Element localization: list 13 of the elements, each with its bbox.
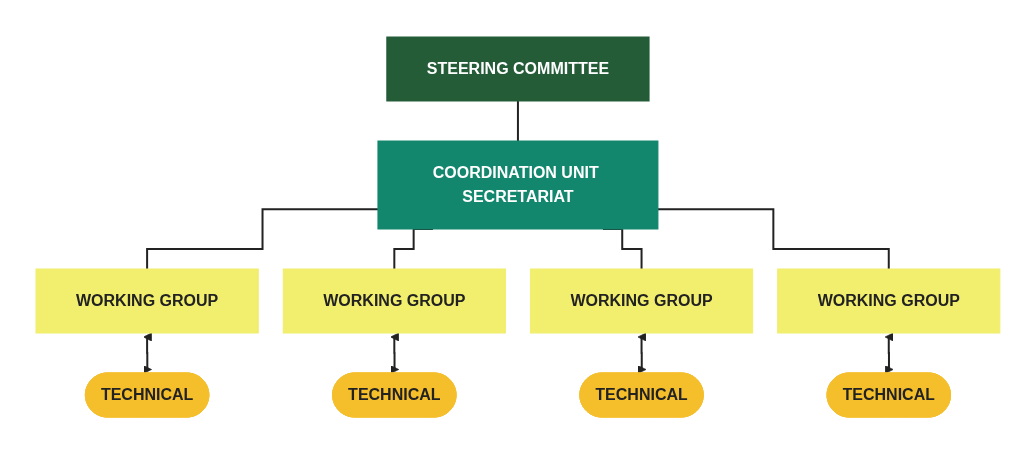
- node-box: WORKING GROUP: [529, 268, 753, 334]
- connector: [656, 208, 890, 270]
- connector: [145, 208, 379, 270]
- node-box: WORKING GROUP: [35, 268, 259, 334]
- connector: [516, 100, 519, 142]
- node-box: WORKING GROUP: [282, 268, 506, 334]
- arrow: [636, 333, 646, 374]
- arrow: [389, 333, 399, 374]
- node-box: STEERING COMMITTEE: [385, 36, 650, 102]
- node-box: WORKING GROUP: [776, 268, 1000, 334]
- arrow: [883, 333, 894, 374]
- node-box: COORDINATION UNIT SECRETARIAT: [377, 140, 658, 230]
- arrow: [142, 333, 152, 374]
